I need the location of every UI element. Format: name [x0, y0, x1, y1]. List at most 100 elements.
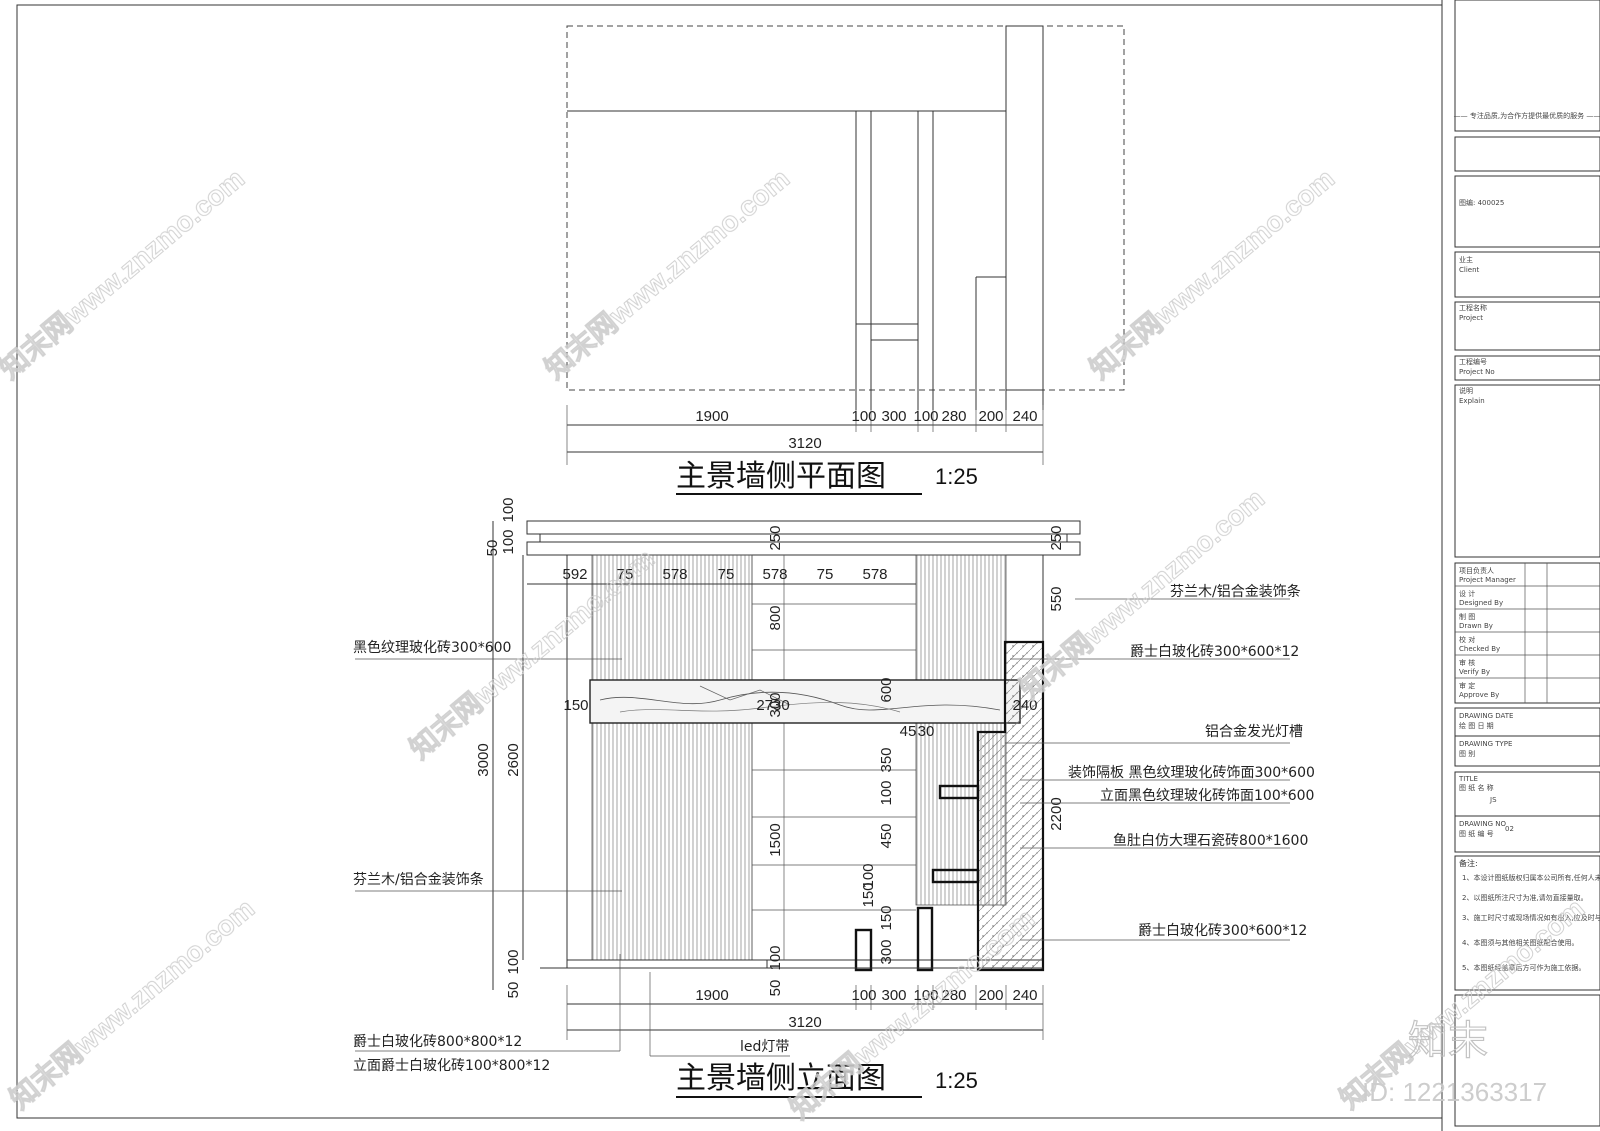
elev-dim-250a: 250	[767, 525, 784, 550]
elev-bot-total: 3120	[788, 1014, 821, 1031]
tb-note-2: 2、以图纸所注尺寸为准,请勿直接量取。	[1462, 893, 1588, 902]
tb-check-en: Checked By	[1459, 645, 1500, 653]
elev-top-578b: 578	[762, 566, 787, 583]
tb-note-4: 4、本图须与其他相关图纸配合使用。	[1462, 938, 1578, 947]
tb-dno-en: DRAWING NO	[1459, 820, 1506, 828]
elev-dim-800: 800	[767, 605, 784, 630]
tb-explain-en: Explain	[1459, 397, 1485, 405]
marble-column	[976, 640, 1045, 972]
tb-pm-cn: 项目负责人	[1459, 566, 1494, 575]
watermarks: 知末网www.znzmo.com 知末网www.znzmo.com 知末网www…	[0, 161, 1591, 1125]
tb-note-5: 5、本图纸经盖章后方可作为施工依据。	[1462, 963, 1585, 972]
tb-projno-en: Project No	[1459, 368, 1495, 376]
label-finnish-wood-top: 芬兰木/铝合金装饰条	[1170, 583, 1301, 600]
elev-left-100-bot: 100	[505, 949, 522, 974]
elev-bot-100a: 100	[851, 987, 876, 1004]
watermark-2: 知末网www.znzmo.com	[538, 162, 795, 385]
label-face-black: 立面黑色纹理玻化砖饰面100*600	[1100, 787, 1314, 804]
tb-title-en: TITLE	[1458, 775, 1478, 783]
tb-number: 图编: 400025	[1459, 198, 1504, 207]
elevation-scale: 1:25	[935, 1068, 978, 1093]
tb-dno-val: 02	[1505, 825, 1514, 833]
tb-title-cn: 图 纸 名 称	[1459, 783, 1494, 792]
elev-top-75c: 75	[817, 566, 834, 583]
elev-dim-300b: 300	[878, 939, 895, 964]
elev-top-578a: 578	[662, 566, 687, 583]
elev-dim-450: 450	[878, 823, 895, 848]
elev-dim-240-mid: 240	[1012, 697, 1037, 714]
elev-dim-100-mid: 100	[767, 945, 784, 970]
watermark-3: 知末网www.znzmo.com	[1083, 162, 1340, 385]
elev-bot-200: 200	[978, 987, 1003, 1004]
label-jazz-white-bottom: 爵士白玻化砖300*600*12	[1138, 923, 1307, 939]
black-marble-shelf	[589, 679, 1021, 724]
label-finnish-wood-left: 芬兰木/铝合金装饰条	[353, 871, 484, 888]
tb-approve-cn: 审 定	[1459, 681, 1475, 690]
elev-bot-300: 300	[881, 987, 906, 1004]
elev-top-578c: 578	[862, 566, 887, 583]
elev-left-50-top: 50	[484, 540, 501, 557]
plan-title: 主景墙侧平面图	[676, 459, 886, 494]
plan-dim-300: 300	[881, 408, 906, 425]
elev-dim-50-mid: 50	[767, 980, 784, 997]
tb-date-cn: 绘 图 日 期	[1459, 721, 1494, 730]
elev-top-592: 592	[562, 566, 587, 583]
elev-dim-150: 150	[563, 697, 588, 714]
tb-verify-cn: 审 核	[1459, 658, 1475, 667]
tb-dno-cn: 图 纸 编 号	[1459, 829, 1494, 838]
label-jazz-face: 立面爵士白玻化砖100*800*12	[353, 1058, 550, 1074]
label-led: led灯带	[740, 1039, 789, 1055]
elev-dim-600: 600	[878, 677, 895, 702]
elev-dim-45: 45	[900, 723, 917, 740]
tb-date-en: DRAWING DATE	[1459, 712, 1513, 720]
elev-bot-240: 240	[1012, 987, 1037, 1004]
elev-bot-280: 280	[941, 987, 966, 1004]
plan-dim-200: 200	[978, 408, 1003, 425]
elev-dim-100b: 100	[878, 780, 895, 805]
plan-dim-1900: 1900	[695, 408, 728, 425]
tb-note-3: 3、施工时尺寸或现场情况如有出入,应及时与设计方联系。	[1462, 913, 1600, 922]
elev-left-50-bot: 50	[505, 982, 522, 999]
tb-type-en: DRAWING TYPE	[1459, 740, 1512, 748]
elevation-view: 592 75 578 75 578 75 578 50 100 100 3000…	[353, 497, 1315, 1098]
tb-design-en: Designed By	[1459, 599, 1503, 607]
tb-design-cn: 设 计	[1459, 589, 1475, 598]
plan-dim-240: 240	[1012, 408, 1037, 425]
elev-dim-550: 550	[1048, 586, 1065, 611]
watermark-6: 知末网www.znzmo.com	[3, 892, 260, 1115]
label-alu-light: 铝合金发光灯槽	[1205, 724, 1303, 740]
tb-pm-en: Project Manager	[1459, 576, 1516, 584]
elev-dim-150c: 150	[878, 905, 895, 930]
image-id: ID: 1221363317	[1362, 1077, 1547, 1107]
brand-logo: 知末	[1408, 1018, 1488, 1064]
tb-approve-en: Approve By	[1459, 691, 1499, 699]
elev-dim-100c: 100	[860, 863, 877, 888]
elev-left-3000: 3000	[475, 743, 492, 776]
tb-slogan: —— 专注品质,为合作方提供最优质的服务 ——	[1454, 111, 1600, 120]
elev-dim-2200: 2200	[1048, 797, 1065, 830]
tb-explain-cn: 说明	[1459, 386, 1473, 395]
label-deco-board: 装饰隔板 黑色纹理玻化砖饰面300*600	[1068, 764, 1315, 781]
elev-dim-30: 30	[918, 723, 935, 740]
elev-left-100-top: 100	[500, 529, 517, 554]
label-fish-belly: 鱼肚白仿大理石瓷砖800*1600	[1113, 832, 1308, 849]
plan-dim-100b: 100	[913, 408, 938, 425]
title-block: —— 专注品质,为合作方提供最优质的服务 —— 图编: 400025 业主 Cl…	[1441, 0, 1600, 1131]
label-jazz-white-top: 爵士白玻化砖300*600*12	[1130, 644, 1299, 660]
tb-client-cn: 业主	[1459, 255, 1473, 264]
tb-project-en: Project	[1459, 314, 1483, 322]
tb-client-en: Client	[1459, 266, 1480, 274]
watermark-1: 知末网www.znzmo.com	[0, 162, 250, 385]
tb-type-cn: 图 别	[1459, 749, 1475, 758]
elev-dim-300-mid: 300	[767, 692, 784, 717]
tb-check-cn: 校 对	[1459, 635, 1475, 644]
elev-top-75a: 75	[617, 566, 634, 583]
tb-notes-title: 备注:	[1459, 858, 1478, 868]
tb-draw-cn: 制 图	[1459, 612, 1475, 621]
elev-bot-100b: 100	[913, 987, 938, 1004]
elev-top-75b: 75	[718, 566, 735, 583]
elev-dim-250b: 250	[1048, 525, 1065, 550]
tb-projno-cn: 工程编号	[1459, 357, 1487, 366]
plan-scale: 1:25	[935, 464, 978, 489]
